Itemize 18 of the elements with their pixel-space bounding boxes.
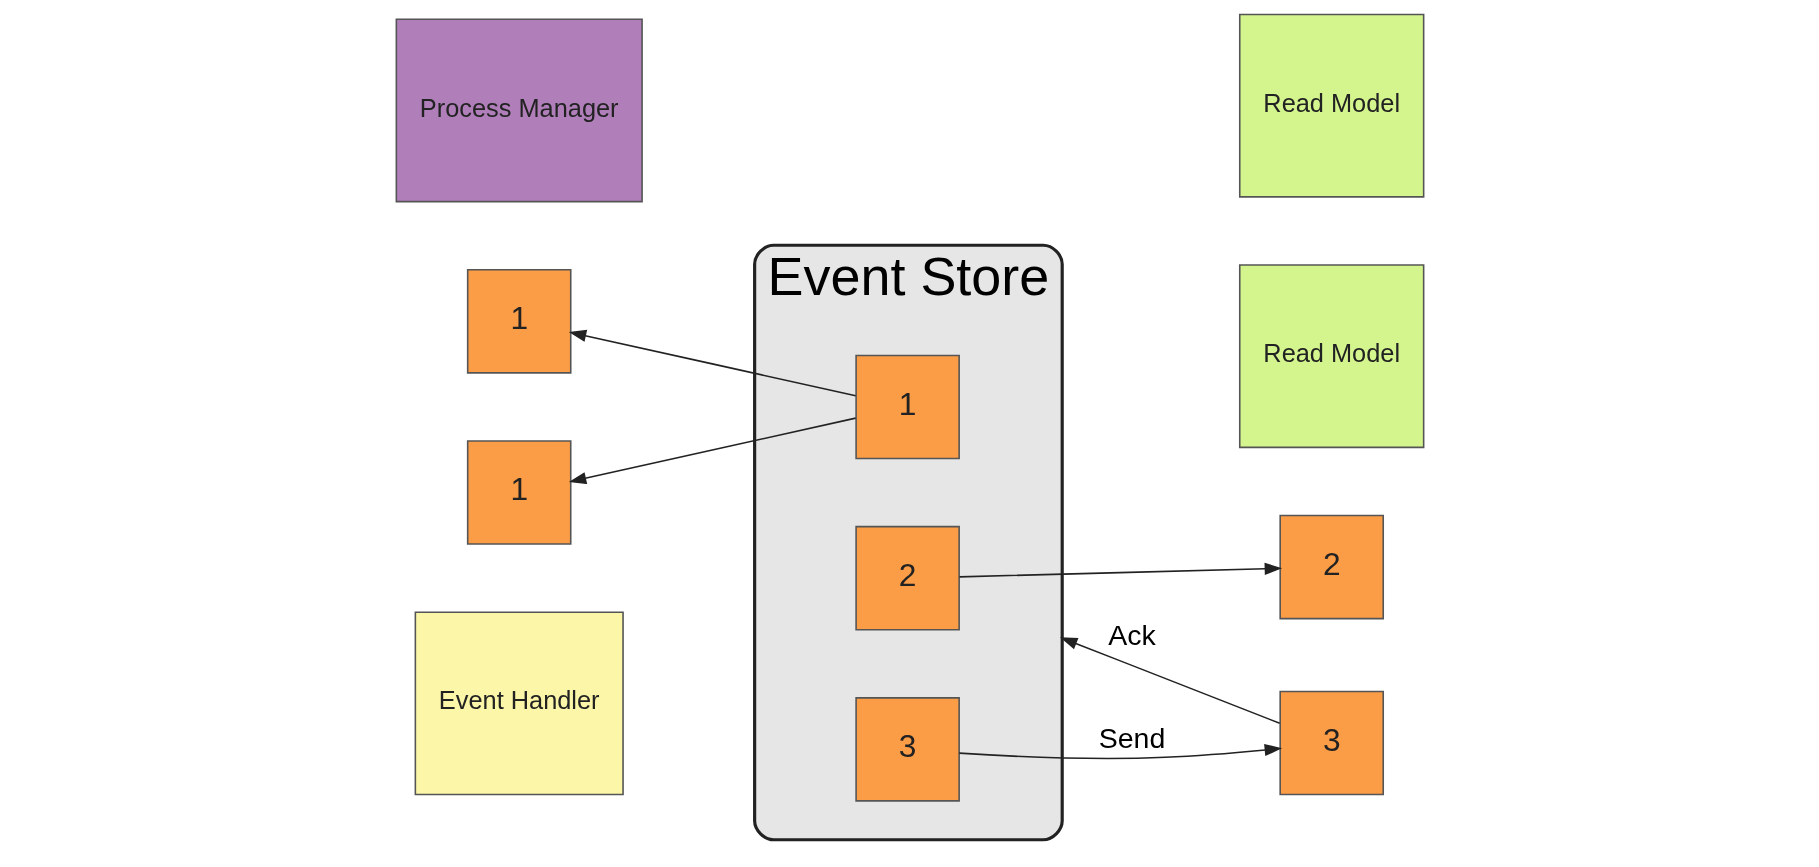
- node-box: Process Manager: [395, 18, 643, 203]
- node-box: 1: [466, 269, 572, 374]
- node-box: 2: [1278, 514, 1384, 620]
- node-box: Read Model: [1238, 264, 1424, 449]
- node-box: 1: [854, 354, 960, 460]
- edge-label: Send: [1098, 722, 1165, 755]
- node-box: 3: [854, 697, 960, 802]
- node-box: 2: [854, 525, 960, 631]
- arrow: [568, 417, 856, 485]
- arrow: [958, 562, 1282, 578]
- arrow: [568, 329, 856, 397]
- node-box: Read Model: [1238, 13, 1424, 198]
- arrow: [1059, 637, 1280, 725]
- edge-label: Ack: [1107, 619, 1156, 652]
- node-box: Event Handler: [414, 611, 624, 796]
- arrow: [957, 743, 1282, 760]
- node-box: 3: [1278, 690, 1384, 796]
- node-box: 1: [466, 440, 572, 545]
